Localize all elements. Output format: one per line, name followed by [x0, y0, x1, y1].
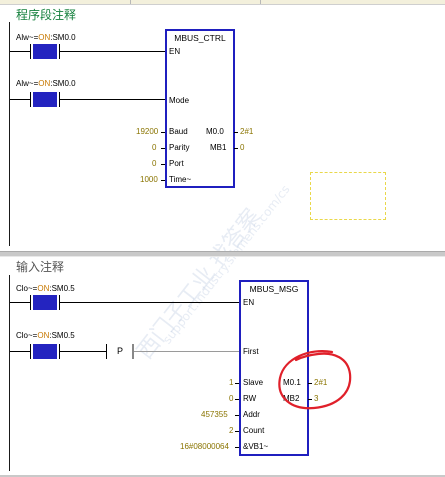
mbus-msg-done-value: 2#1 — [314, 378, 328, 387]
mbus-ctrl-en-pin: EN — [169, 47, 181, 56]
mbus-msg-addr-pin: Addr — [243, 410, 260, 419]
mbus-msg-done-operand[interactable]: M0.1 — [283, 378, 301, 387]
network1-comment[interactable]: 程序段注释 — [16, 8, 77, 22]
network1-contact1[interactable] — [33, 44, 57, 59]
mbus-msg-en-pin: EN — [243, 298, 255, 307]
mbus-msg-slave-pin: Slave — [243, 378, 264, 387]
network2-contact1[interactable] — [33, 295, 57, 310]
network2-contact2[interactable] — [33, 344, 57, 359]
mbus-msg-count-value[interactable]: 2 — [229, 426, 234, 435]
network1-contact1-label[interactable]: Alw~=ON:SM0.0 — [16, 33, 76, 42]
bottom-separator — [0, 475, 445, 477]
mbus-ctrl-baud-pin: Baud — [169, 127, 188, 136]
mbus-ctrl-baud-value[interactable]: 19200 — [136, 127, 159, 136]
mbus-msg-error-operand[interactable]: MB2 — [283, 394, 300, 403]
mbus-ctrl-parity-value[interactable]: 0 — [152, 143, 157, 152]
mbus-ctrl-port-value[interactable]: 0 — [152, 159, 157, 168]
mbus-ctrl-title: MBUS_CTRL — [174, 33, 226, 43]
network2-comment[interactable]: 输入注释 — [16, 260, 65, 274]
mbus-msg-count-pin: Count — [243, 426, 265, 435]
mbus-msg-block[interactable]: MBUS_MSG — [239, 280, 309, 456]
network-separator — [0, 251, 445, 257]
mbus-msg-title: MBUS_MSG — [249, 284, 299, 294]
annotation-circle — [278, 350, 352, 410]
mbus-ctrl-error-operand[interactable]: MB1 — [210, 143, 227, 152]
selection-box — [310, 172, 386, 220]
mbus-msg-slave-value[interactable]: 1 — [229, 378, 234, 387]
top-bar — [0, 0, 445, 5]
mbus-ctrl-parity-pin: Parity — [169, 143, 190, 152]
mbus-ctrl-timeout-value[interactable]: 1000 — [140, 175, 158, 184]
mbus-msg-error-value: 3 — [314, 394, 319, 403]
network1-contact2[interactable] — [33, 92, 57, 107]
mbus-ctrl-block[interactable]: MBUS_CTRL — [165, 29, 235, 188]
mbus-ctrl-port-pin: Port — [169, 159, 184, 168]
mbus-msg-rw-pin: RW — [243, 394, 257, 403]
mbus-ctrl-error-value: 0 — [240, 143, 245, 152]
network2-contact2-label[interactable]: Clo~=ON:SM0.5 — [16, 331, 75, 340]
mbus-ctrl-timeout-pin: Time~ — [169, 175, 192, 184]
network2-contact1-label[interactable]: Clo~=ON:SM0.5 — [16, 284, 75, 293]
network2-power-rail — [9, 275, 10, 471]
mbus-ctrl-done-value: 2#1 — [240, 127, 254, 136]
mbus-ctrl-done-operand[interactable]: M0.0 — [206, 127, 224, 136]
positive-edge-contact[interactable]: P — [117, 346, 124, 356]
mbus-msg-dataptr-value[interactable]: 16#08000064 — [180, 442, 229, 451]
mbus-ctrl-mode-pin: Mode — [169, 96, 190, 105]
mbus-msg-addr-value[interactable]: 457355 — [201, 410, 228, 419]
network1-contact2-label[interactable]: Alw~=ON:SM0.0 — [16, 79, 76, 88]
mbus-msg-first-pin: First — [243, 347, 259, 356]
mbus-msg-dataptr-pin: &VB1~ — [243, 442, 269, 451]
mbus-msg-rw-value[interactable]: 0 — [229, 394, 234, 403]
network1-power-rail — [9, 22, 10, 246]
